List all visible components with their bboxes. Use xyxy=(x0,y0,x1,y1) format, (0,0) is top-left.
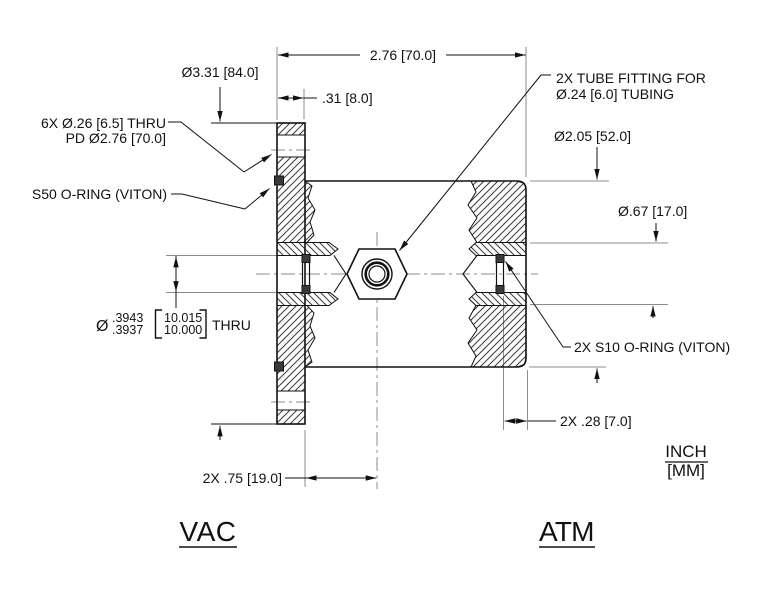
bore-dia-symbol: Ø xyxy=(96,318,108,335)
flange-diameter-label: Ø3.31 [84.0] xyxy=(181,64,258,80)
flange-neck-lower xyxy=(304,305,316,368)
flange-thickness-label: .31 [8.0] xyxy=(322,90,373,106)
bolt-holes-leader xyxy=(168,121,245,173)
hex-tube-fitting xyxy=(346,248,408,300)
atmosphere-side-label: ATM xyxy=(539,516,595,547)
units-inch-label: INCH xyxy=(665,442,707,461)
dimension-lines xyxy=(173,52,659,481)
s10-oring-grooves xyxy=(301,254,505,294)
extension-lines xyxy=(166,47,668,487)
fitting-middle-circle xyxy=(364,261,390,287)
overall-length-label: 2.76 [70.0] xyxy=(370,47,436,63)
s50-leader xyxy=(171,193,246,210)
bolt-holes-label-line1: 6X Ø.26 [6.5] THRU xyxy=(41,115,166,131)
leader-lines xyxy=(168,74,571,348)
body-outline xyxy=(305,180,527,368)
bracket-open xyxy=(154,309,162,339)
bore-break-line-left xyxy=(333,255,347,293)
bore-inch-lower: .3937 xyxy=(112,323,143,337)
hex-body xyxy=(346,248,408,300)
vacuum-side-label: VAC xyxy=(180,516,237,547)
s10-oring-label: 2X S10 O-RING (VITON) xyxy=(574,339,730,355)
fitting-bore-circle xyxy=(368,265,386,283)
s50-oring-top xyxy=(274,175,284,186)
s10-oring-left-top xyxy=(301,254,311,263)
bore-inch-upper: .3943 xyxy=(112,311,143,325)
bore-dimension-block: Ø .3943 .3937 10.015 10.000 THRU xyxy=(96,309,251,339)
flange-neck-upper xyxy=(304,180,316,243)
s50-oring-bottom xyxy=(274,361,284,372)
flange-section xyxy=(277,123,316,424)
body-diameter-label: Ø2.05 [52.0] xyxy=(554,128,631,144)
bracket-close xyxy=(199,309,207,339)
s10-oring-right-bottom xyxy=(495,285,505,294)
bore-mm-lower: 10.000 xyxy=(164,323,202,337)
units-mm-label: [MM] xyxy=(667,461,705,480)
fitting-offset-label: 2X .75 [19.0] xyxy=(203,470,282,486)
s10-oring-right-top xyxy=(495,254,505,263)
bolt-holes-label-line2: PD Ø2.76 [70.0] xyxy=(66,130,166,146)
object-outlines xyxy=(276,122,527,425)
s50-oring-label: S50 O-RING (VITON) xyxy=(32,186,167,202)
units-note: INCH [MM] xyxy=(665,442,708,480)
bore-break-line-right xyxy=(462,255,478,293)
groove-offset-label: 2X .28 [7.0] xyxy=(560,413,632,429)
bore-thru-label: THRU xyxy=(212,317,251,333)
s50-oring-sections xyxy=(274,175,284,372)
bore-mm-upper: 10.015 xyxy=(164,311,202,325)
annotations: 2.76 [70.0] .31 [8.0] Ø3.31 [84.0] 6X Ø.… xyxy=(32,47,730,548)
side-labels: VAC ATM xyxy=(179,516,595,548)
flange-outline xyxy=(276,122,306,425)
counterbore-diameter-label: Ø.67 [17.0] xyxy=(618,203,687,219)
tube-fitting-label-line2: Ø.24 [6.0] TUBING xyxy=(556,86,674,102)
s10-oring-left-bottom xyxy=(301,285,311,294)
fitting-outer-circle xyxy=(361,258,393,290)
tube-fitting-label-line1: 2X TUBE FITTING FOR xyxy=(556,70,706,86)
